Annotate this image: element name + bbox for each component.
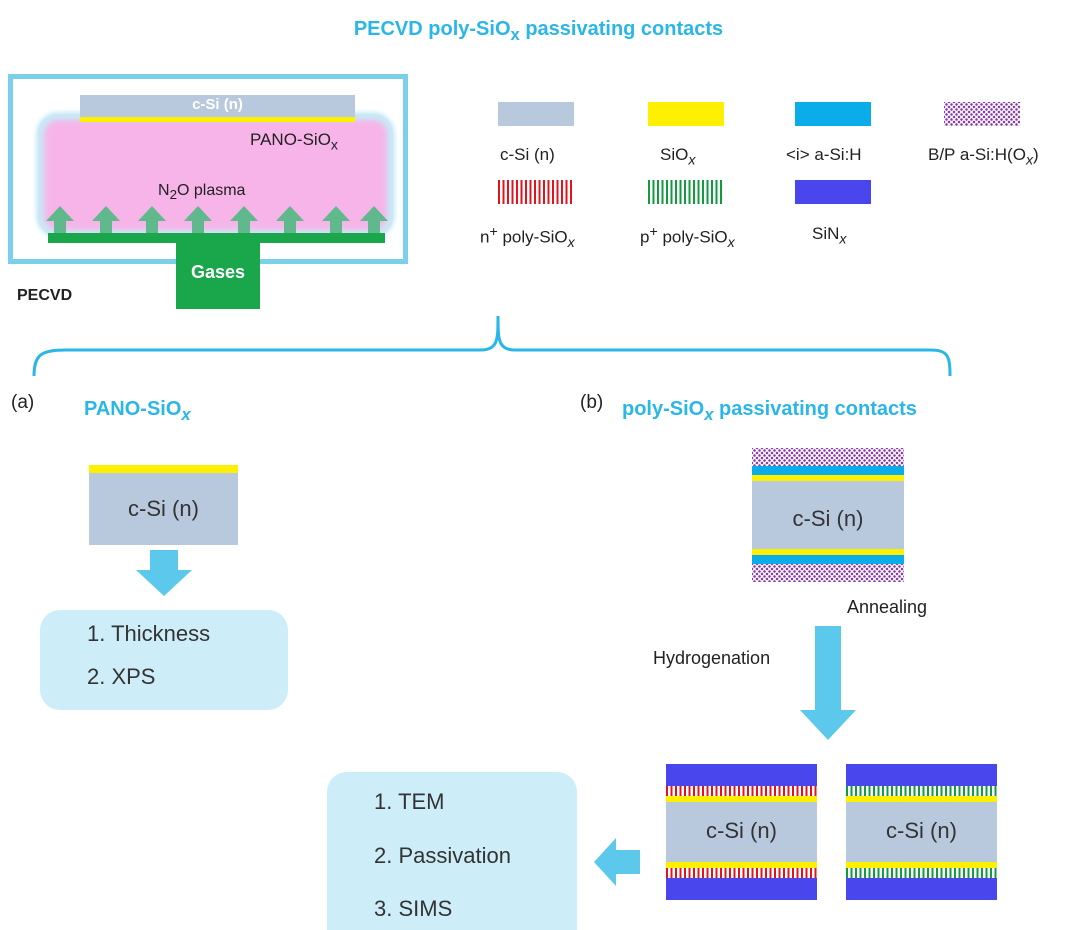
panel-a-oxide-layer	[89, 465, 238, 473]
panel-b-wafer-label: c-Si (n)	[792, 506, 864, 531]
gases-label: Gases	[190, 262, 246, 282]
legend-swatch-sinx	[795, 180, 871, 204]
panel-b-result-1: 1. TEM	[374, 789, 445, 814]
top-asi-layer	[752, 466, 904, 475]
legend-label-siox: SiOx	[660, 145, 696, 169]
top-oxide-layer	[752, 475, 904, 481]
final-stack-p-poly	[846, 764, 997, 900]
bottom-oxide-layer	[752, 549, 904, 555]
panel-a-title: PANO-SiOx	[84, 398, 191, 424]
bottom-sinx-layer	[666, 878, 817, 900]
legend-label-n-poly: n+ poly-SiOx	[480, 224, 575, 252]
legend-swatch-asi	[795, 102, 871, 126]
legend-label-csi: c-Si (n)	[500, 145, 555, 164]
page-title: PECVD poly-SiOx passivating contacts	[353, 18, 724, 44]
down-arrow-icon	[136, 550, 192, 596]
top-oxide-layer	[666, 796, 817, 802]
legend-swatch-siox	[648, 102, 724, 126]
legend-swatch-csi	[498, 102, 574, 126]
left-arrow-icon	[594, 838, 640, 886]
gas-inlet-block	[176, 243, 260, 309]
top-oxide-layer	[846, 796, 997, 802]
chamber-oxide-layer	[80, 117, 355, 122]
bottom-oxide-layer	[666, 862, 817, 868]
annealing-label: Annealing	[847, 597, 928, 617]
wafer-core	[752, 481, 904, 549]
panel-a-results-box	[40, 610, 288, 710]
top-sinx-layer	[846, 764, 997, 786]
top-p-poly-layer	[846, 786, 997, 796]
panel-b-results-box	[327, 772, 577, 930]
panel-b-result-2: 2. Passivation	[374, 843, 511, 868]
legend-label-p-poly: p+ poly-SiOx	[640, 224, 735, 252]
final-stack-n-poly	[666, 764, 817, 900]
legend-swatch-p-poly	[648, 180, 724, 204]
panel-b-precursor-stack	[752, 448, 904, 582]
panel-b-title: poly-SiOx passivating contacts	[622, 398, 917, 424]
bottom-asi-layer	[752, 555, 904, 564]
split-brace	[32, 315, 952, 377]
bottom-sinx-layer	[846, 878, 997, 900]
plasma-label: N2O plasma	[158, 182, 246, 203]
top-sinx-layer	[666, 764, 817, 786]
panel-a-letter: (a)	[11, 392, 35, 413]
bottom-doped-asi-layer	[752, 564, 904, 582]
wafer-core	[666, 802, 817, 862]
legend-swatch-n-poly	[498, 180, 574, 204]
wafer-core	[846, 802, 997, 862]
top-n-poly-layer	[666, 786, 817, 796]
panel-a-result-2: 2. XPS	[87, 664, 156, 689]
bottom-oxide-layer	[846, 862, 997, 868]
up-arrow-icon	[46, 206, 388, 236]
legend-label-asi: <i> a-Si:H	[786, 145, 862, 164]
chamber-wafer	[80, 95, 355, 117]
gas-manifold	[48, 233, 385, 243]
gas-inlet-arrows	[46, 206, 388, 236]
chamber-wafer-label: c-Si (n)	[192, 96, 243, 113]
panel-a-wafer	[89, 473, 238, 545]
top-doped-asi-layer	[752, 448, 904, 466]
hydrogenation-label: Hydrogenation	[653, 648, 771, 668]
final-p-wafer-label: c-Si (n)	[886, 818, 957, 843]
panel-b-result-3: 3. SIMS	[374, 896, 453, 921]
panel-a-result-1: 1. Thickness	[87, 621, 211, 646]
panel-b-letter: (b)	[580, 392, 604, 413]
final-n-wafer-label: c-Si (n)	[706, 818, 777, 843]
process-down-arrow-icon	[800, 626, 856, 740]
panel-a-wafer-label: c-Si (n)	[128, 496, 199, 521]
equipment-label: PECVD	[17, 287, 73, 304]
chamber-layer-label: PANO-SiOx	[250, 130, 338, 154]
bottom-n-poly-layer	[666, 868, 817, 878]
legend-label-doped-asi: B/P a-Si:H(Ox)	[928, 145, 1039, 169]
legend-label-sinx: SiNx	[812, 224, 847, 248]
legend-swatch-doped-asi	[944, 102, 1020, 126]
bottom-p-poly-layer	[846, 868, 997, 878]
